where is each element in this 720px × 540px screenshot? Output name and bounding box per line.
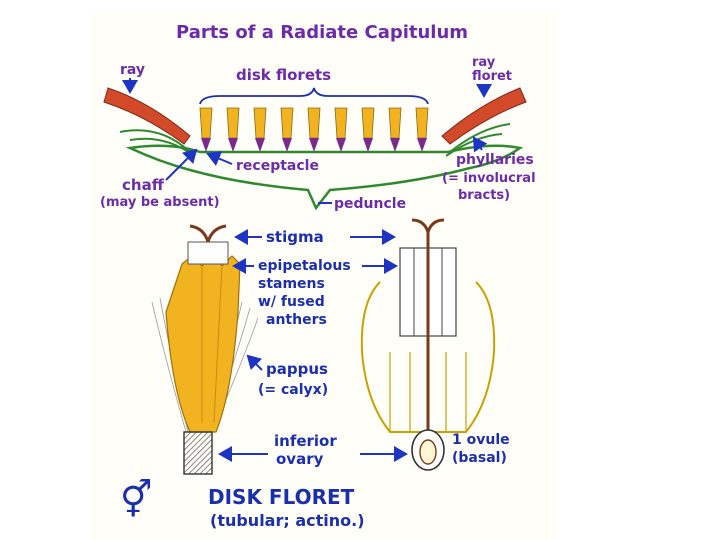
arrow-receptacle [206,151,233,166]
ovule [419,439,437,465]
arrow-pappus [246,354,263,371]
phyllary-right [449,123,511,153]
ray-floret-right [441,87,527,145]
page-title: Parts of a Radiate Capitulum [176,22,468,43]
label-stamens-3: w/ fused [258,294,325,310]
label-phyllaries-2: (= involucral [442,171,536,186]
arrow-phyllaries [472,136,488,153]
disk-florets-brace [199,87,429,105]
disk-floret [388,107,402,152]
label-pappus-2: (= calyx) [258,382,328,398]
disk-floret [307,107,321,152]
stigma-section [411,218,445,233]
label-stigma: stigma [266,228,324,246]
label-disk-florets: disk florets [236,66,331,84]
label-stamens-4: anthers [266,312,327,328]
disk-floret [226,107,240,152]
disk-floret-section [360,218,496,471]
bisexual-symbol: ⚥ [120,479,153,521]
label-pappus-1: pappus [266,360,328,378]
phyllary-left [119,129,191,153]
ray-floret-left [103,87,191,145]
arrow-chaff [165,148,198,181]
label-ovule-2: (basal) [452,450,507,466]
disk-floret [334,107,348,152]
label-stamens-2: stamens [258,276,325,292]
paper-background [90,12,558,540]
disk-floret [199,107,213,152]
label-ovary-1: inferior [274,432,337,450]
bottom-subtitle: (tubular; actino.) [210,511,365,530]
bottom-title: DISK FLORET [208,485,355,509]
label-ray-floret-1: ray [472,55,496,70]
label-ray: ray [120,62,145,78]
label-chaff-1: chaff [122,176,165,194]
disk-floret [361,107,375,152]
disk-floret [253,107,267,152]
anther-tube [187,241,229,265]
inferior-ovary [183,431,213,475]
disk-floret [280,107,294,152]
label-ovary-2: ovary [276,450,324,468]
label-chaff-2: (may be absent) [100,195,220,210]
disk-floret-external [151,224,259,475]
stigma [189,224,227,243]
label-ray-floret-2: floret [472,69,512,84]
receptacle-outline [125,144,524,211]
capitulum-diagram: Parts of a Radiate Capitulum [90,12,558,540]
label-ovule-1: 1 ovule [452,432,510,448]
capitulum-head [103,87,527,211]
label-stamens-1: epipetalous [258,258,351,274]
label-receptacle: receptacle [236,158,319,174]
label-peduncle: peduncle [334,196,406,212]
disk-floret [415,107,429,152]
label-phyllaries-3: bracts) [458,188,510,203]
disk-florets [199,107,429,152]
label-phyllaries-1: phyllaries [456,152,534,168]
